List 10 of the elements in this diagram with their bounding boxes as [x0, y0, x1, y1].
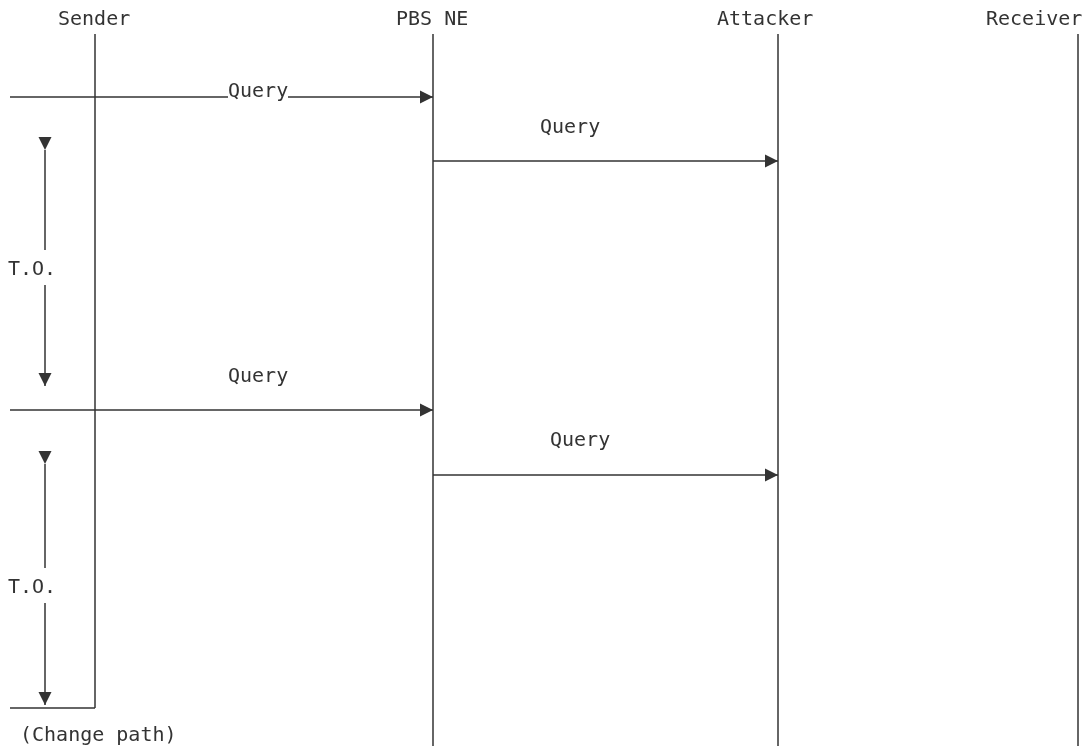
timeout-label: T.O. [8, 574, 57, 598]
participant-label: Sender [58, 6, 131, 30]
participant-label: PBS NE [396, 6, 469, 30]
timeout-label: T.O. [8, 256, 57, 280]
participant-label: Receiver [986, 6, 1083, 30]
message-arrow [432, 154, 779, 168]
note-text: (Change path) [20, 722, 177, 746]
message-arrow [432, 468, 779, 482]
participant-label: Attacker [717, 6, 814, 30]
message-arrow [9, 403, 434, 417]
